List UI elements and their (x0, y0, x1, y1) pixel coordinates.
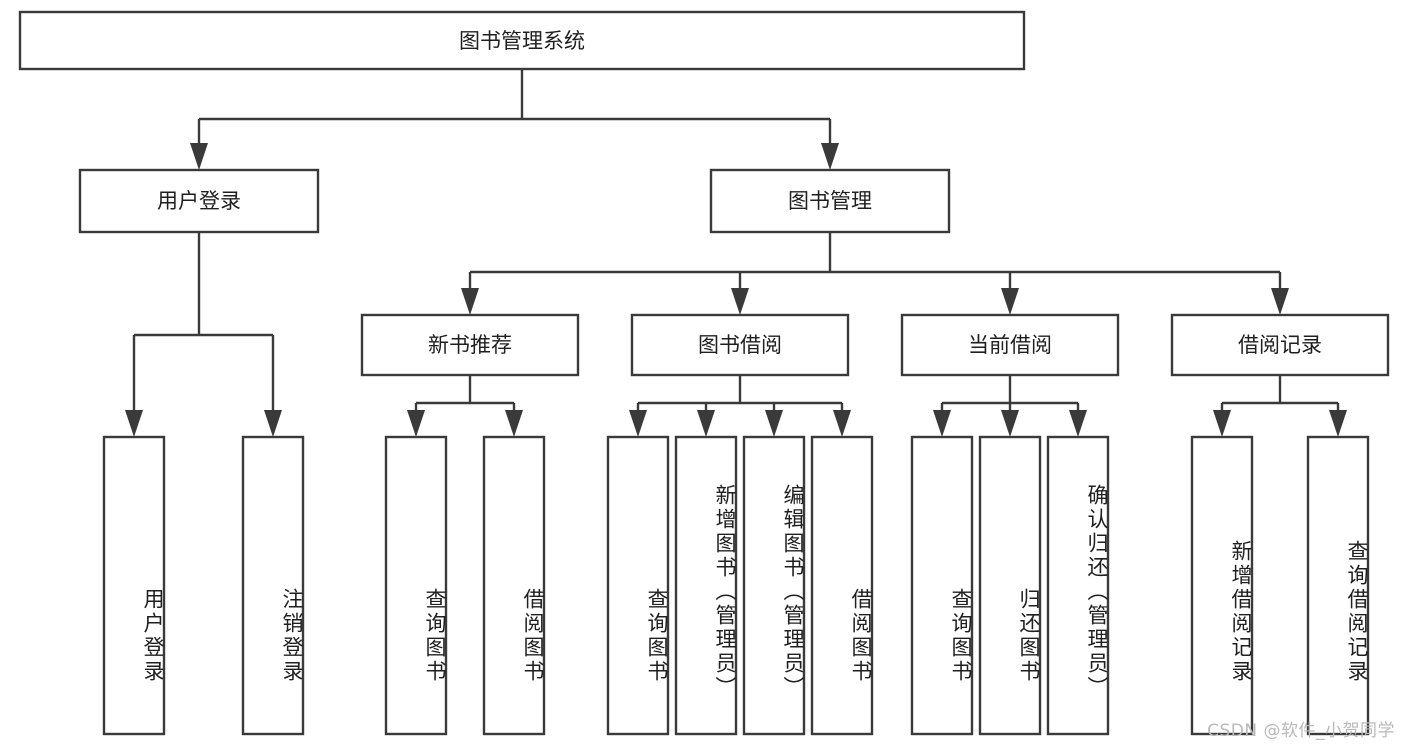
leaf-box-user-login[interactable] (102, 435, 166, 736)
arrow-to-book-manage (821, 143, 839, 170)
leaf-box-br-add[interactable] (1190, 435, 1254, 736)
leaf-box-bb-query[interactable] (606, 435, 670, 736)
arrow-to-leaf-bb-3 (765, 410, 783, 437)
leaf-box-cb-confirm[interactable] (1046, 435, 1110, 736)
node-book-manage[interactable]: 图书管理 (709, 168, 951, 234)
node-borrow-record[interactable]: 借阅记录 (1170, 313, 1390, 377)
book-manage-box (709, 168, 951, 234)
leaf-box-cb-query[interactable] (910, 435, 974, 736)
arrow-to-current-borrow (1001, 288, 1019, 315)
book-manage-label: 图书管理 (788, 189, 872, 213)
arrow-to-leaf-cb-3 (1069, 410, 1087, 437)
user-login-label: 用户登录 (157, 189, 241, 213)
node-new-book[interactable]: 新书推荐 (360, 313, 580, 377)
leaf-box-logout[interactable] (241, 435, 305, 736)
arrow-to-leaf-nb-1 (407, 410, 425, 437)
node-current-borrow[interactable]: 当前借阅 (900, 313, 1120, 377)
leaf-box-br-query[interactable] (1306, 435, 1370, 736)
node-user-login[interactable]: 用户登录 (78, 168, 320, 234)
current-borrow-box (900, 313, 1120, 377)
leaf-box-cb-return[interactable] (978, 435, 1042, 736)
leaf-box-nb-query[interactable] (384, 435, 448, 736)
arrow-to-user-login (190, 143, 208, 170)
arrow-to-leaf-nb-2 (505, 410, 523, 437)
leaf-box-nb-borrow[interactable] (482, 435, 546, 736)
borrow-record-box (1170, 313, 1390, 377)
arrow-to-borrow-record (1271, 288, 1289, 315)
arrow-to-book-borrow (731, 288, 749, 315)
csdn-watermark: CSDN @软件_小贺同学 (1207, 721, 1395, 741)
leaf-box-bb-borrow[interactable] (810, 435, 874, 736)
root-box (18, 10, 1026, 71)
arrow-to-leaf-user-login (125, 410, 143, 437)
arrow-to-leaf-br-1 (1213, 410, 1231, 437)
borrow-record-label: 借阅记录 (1238, 333, 1322, 357)
arrow-to-leaf-logout (264, 410, 282, 437)
node-root[interactable]: 图书管理系统 (18, 10, 1026, 71)
root-label: 图书管理系统 (459, 29, 585, 53)
book-borrow-label: 图书借阅 (698, 333, 782, 357)
arrow-to-leaf-cb-1 (933, 410, 951, 437)
arrow-to-leaf-bb-4 (833, 410, 851, 437)
arrow-to-leaf-bb-2 (697, 410, 715, 437)
book-borrow-box (630, 313, 850, 377)
node-book-borrow[interactable]: 图书借阅 (630, 313, 850, 377)
arrow-to-leaf-br-2 (1329, 410, 1347, 437)
new-book-label: 新书推荐 (428, 333, 512, 357)
arrow-to-leaf-bb-1 (629, 410, 647, 437)
leaf-box-bb-edit[interactable] (742, 435, 806, 736)
leaf-box-bb-add[interactable] (674, 435, 738, 736)
current-borrow-label: 当前借阅 (968, 333, 1052, 357)
arrow-to-leaf-cb-2 (1001, 410, 1019, 437)
arrow-to-new-book (461, 288, 479, 315)
new-book-box (360, 313, 580, 377)
